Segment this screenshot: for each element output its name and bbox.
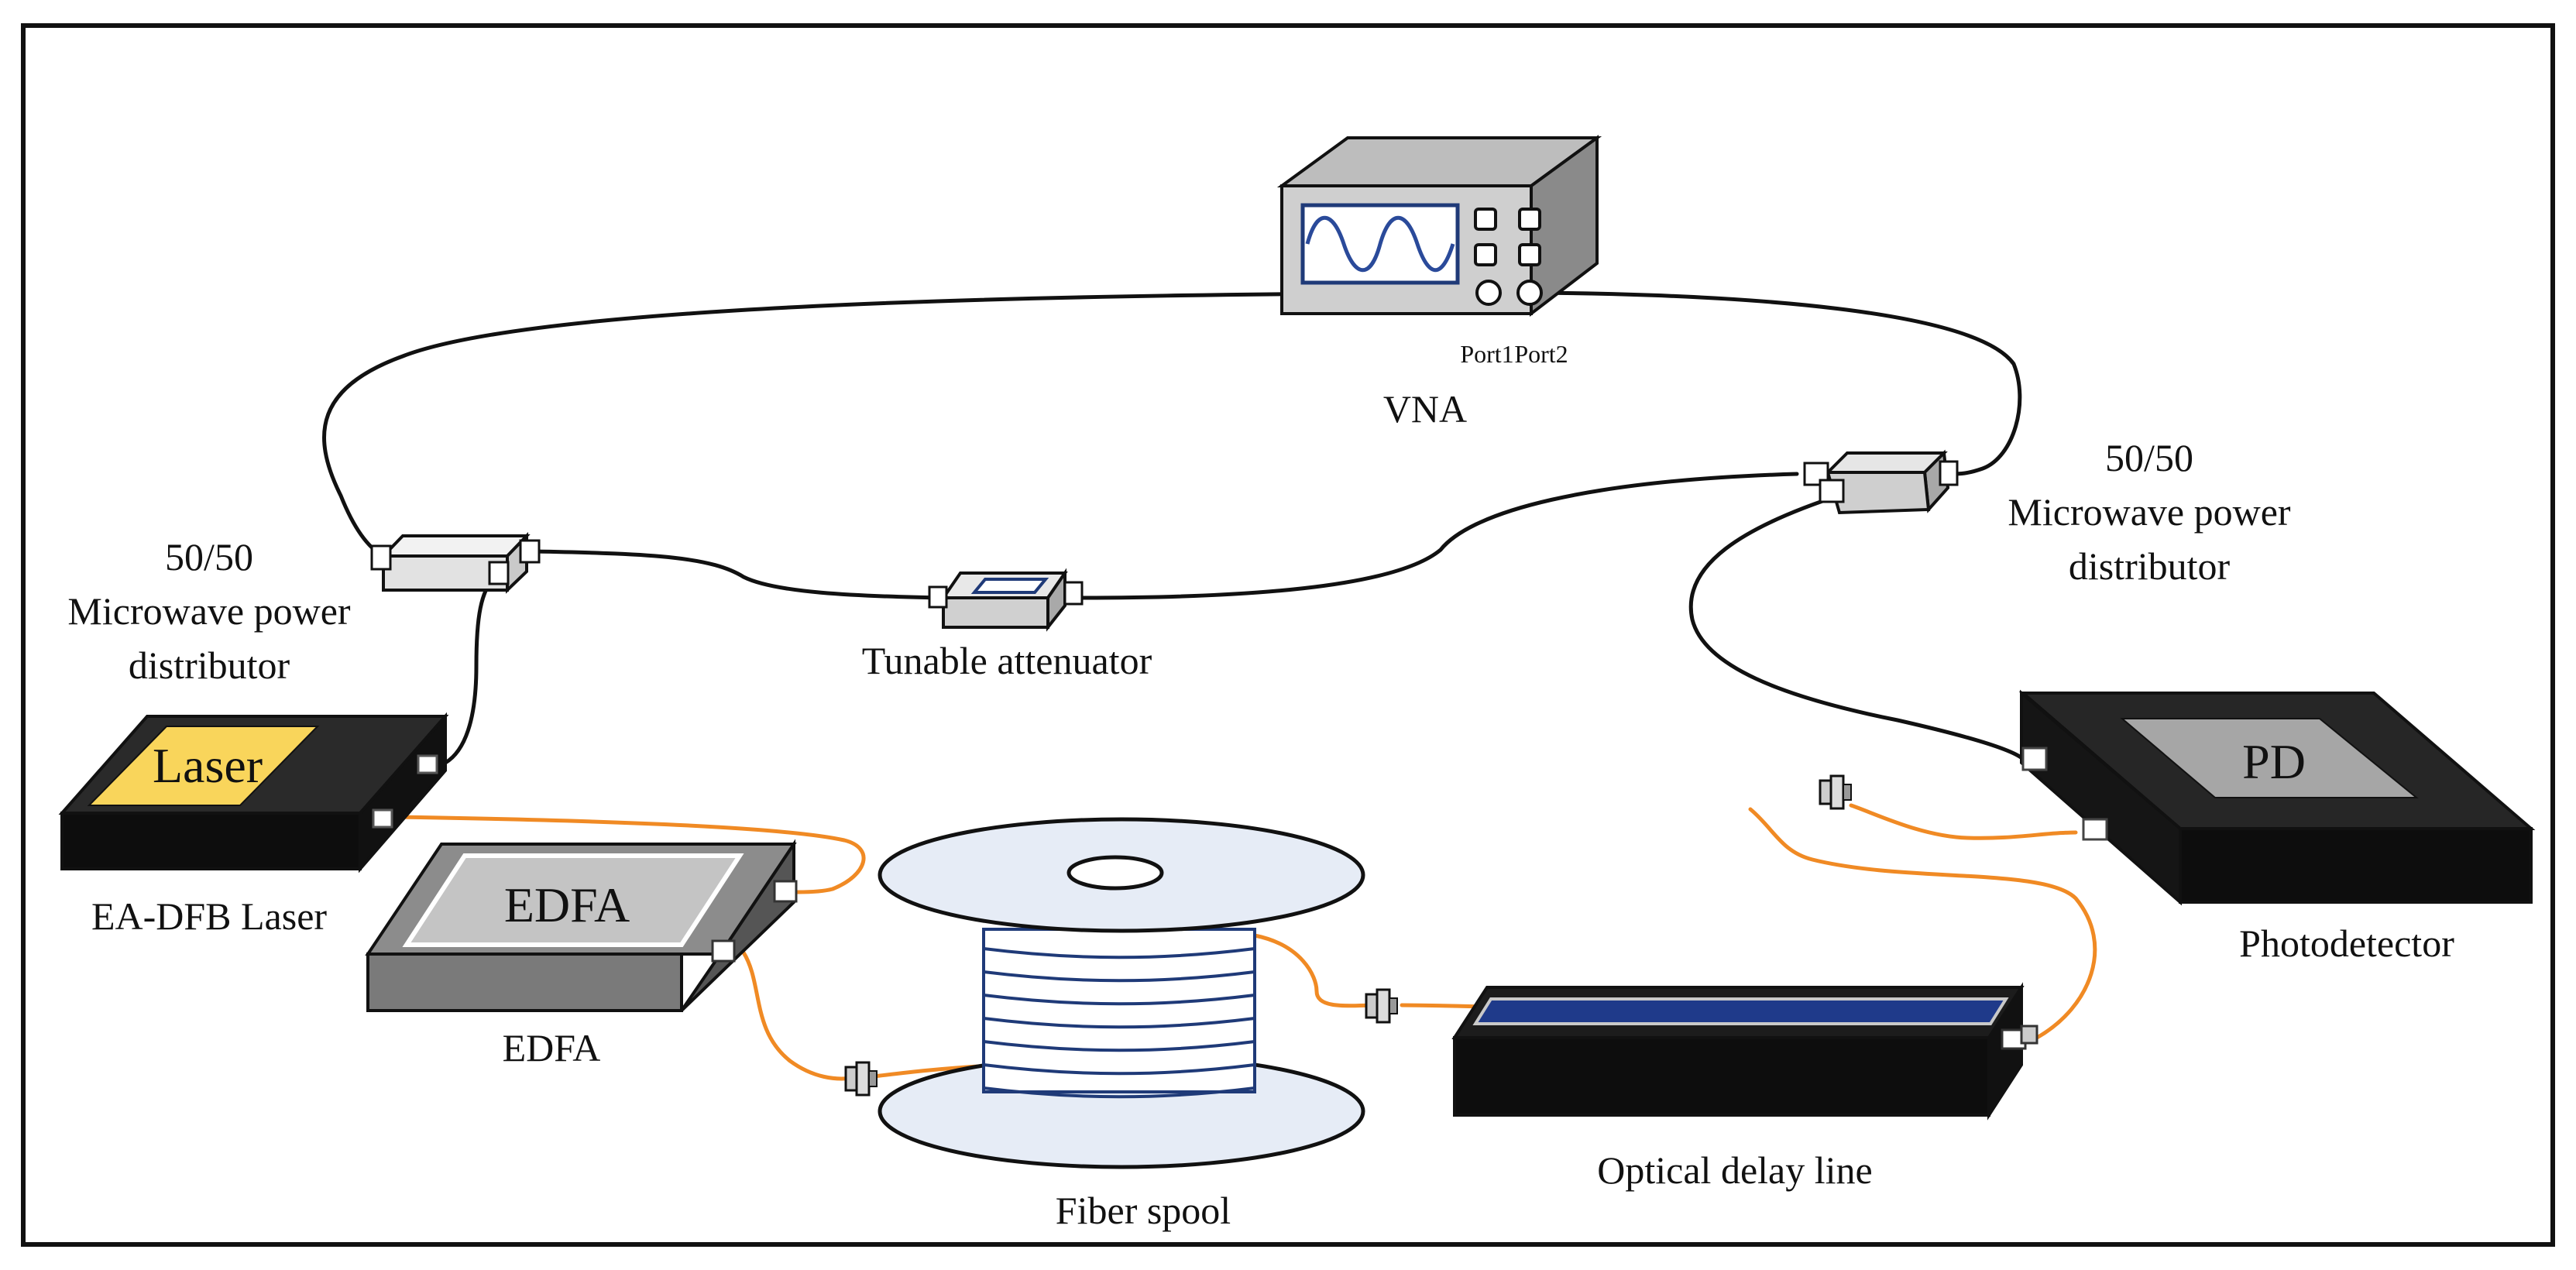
vna-port2-connector (1516, 280, 1543, 306)
ea-dfb-laser (58, 712, 449, 874)
right-splitter-ratio-label: 50/50 (2105, 436, 2193, 479)
fiber-edfa-to-connector (741, 950, 854, 1081)
port1-label: Port1 (1460, 340, 1513, 368)
delay-line-label: Optical delay line (1597, 1148, 1872, 1192)
attenuator-label: Tunable attenuator (862, 639, 1152, 682)
fiber-connector-delay-input (1365, 988, 1398, 1024)
edfa-amplifier (365, 839, 798, 1012)
left-splitter-label-line2: distributor (129, 644, 290, 687)
fiber-spool-to-delay-connector (1252, 933, 1373, 1008)
right-microwave-splitter (1803, 449, 1959, 515)
cable-left-splitter-to-attenuator (532, 549, 947, 600)
fiber-connector-to-photodetector (1849, 803, 2078, 840)
pd-panel-text: PD (2242, 734, 2306, 789)
cable-left-splitter-to-laser (443, 572, 500, 765)
cable-vna-port2-to-right-splitter (1527, 290, 2022, 476)
edfa-panel-text: EDFA (504, 877, 630, 932)
fiber-spool-label: Fiber spool (1056, 1189, 1231, 1232)
fiber-delay-to-photodetector-connector (1748, 807, 2097, 1040)
photodetector (2018, 689, 2536, 906)
right-splitter-label-line2: distributor (2069, 544, 2231, 588)
left-splitter-ratio-label: 50/50 (165, 535, 253, 578)
cable-vna-port1-to-left-splitter (322, 290, 1489, 558)
tunable-attenuator (928, 568, 1084, 632)
laser-label: EA-DFB Laser (91, 894, 327, 938)
fiber-laser-to-edfa (393, 815, 866, 894)
cable-attenuator-to-right-splitter (1080, 472, 1799, 600)
left-microwave-splitter (370, 532, 541, 594)
delay-line-strip (1472, 997, 2009, 1025)
left-splitter-label-line1: Microwave power (67, 589, 350, 633)
spool-windings (983, 947, 1255, 1099)
fiber-connector-spool-input (844, 1061, 878, 1097)
fiber-spool (878, 817, 1365, 1169)
spool-hole (1066, 855, 1164, 891)
port2-label: Port2 (1514, 340, 1568, 368)
vna-button-grid (1474, 208, 1541, 266)
vna-port1-connector (1475, 280, 1502, 306)
vna-instrument (1276, 135, 1602, 318)
optical-delay-line (1451, 982, 2038, 1121)
photodetector-label: Photodetector (2239, 922, 2454, 965)
laser-panel-text: Laser (153, 738, 263, 793)
edfa-label: EDFA (503, 1026, 601, 1069)
fiber-connector-photodetector-input (1819, 774, 1852, 810)
sine-wave-icon (1305, 216, 1455, 272)
right-splitter-label-line1: Microwave power (2008, 490, 2290, 534)
cable-right-splitter-to-photodetector (1688, 492, 2025, 761)
vna-label: VNA (1383, 387, 1467, 431)
